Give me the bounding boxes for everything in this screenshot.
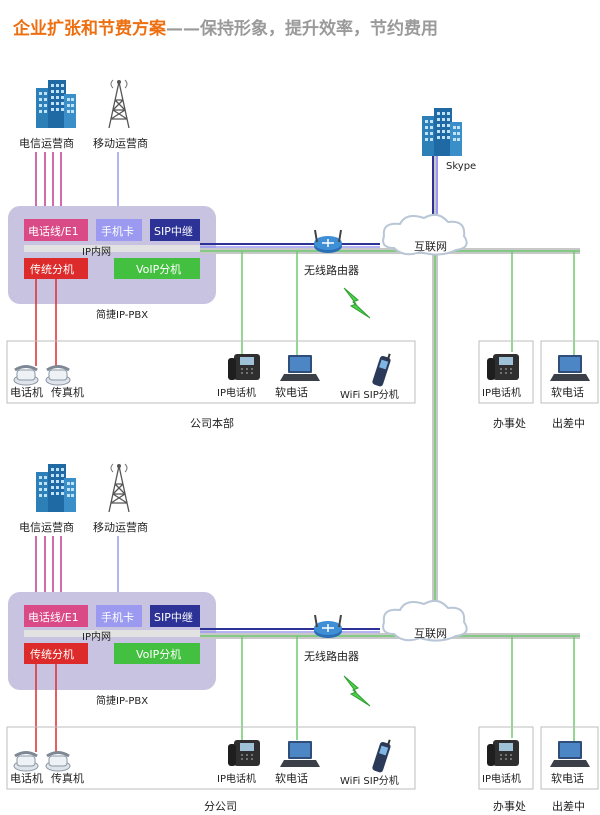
sip-label: SIP中继	[154, 611, 193, 624]
phone-label: 电话机	[10, 771, 43, 785]
wifi-sip-label: WiFi SIP分机	[340, 388, 399, 401]
sim-label: 手机卡	[101, 224, 134, 238]
site-name-label: 公司本部	[190, 416, 234, 430]
lan-label: IP内网	[82, 630, 111, 643]
backbone-lines	[432, 155, 438, 630]
sim-chip	[96, 605, 142, 627]
sip-label: SIP中继	[154, 225, 193, 238]
remote-ip-phone-label: IP电话机	[482, 386, 521, 399]
sip-chip	[150, 219, 200, 241]
phone-icon	[12, 751, 40, 773]
site-name-label: 分公司	[204, 800, 237, 813]
phone-icon	[12, 365, 40, 387]
mobile-carrier-label: 移动运营商	[93, 136, 148, 150]
tower-icon	[108, 79, 130, 129]
sim-label: 手机卡	[101, 610, 134, 624]
remote-ip-phone-icon	[487, 740, 519, 766]
ip-phone-label: IP电话机	[217, 772, 256, 785]
telecom-carrier-label: 电信运营商	[19, 520, 74, 534]
wireless-bolt-icon	[343, 675, 371, 707]
voip-label: VoIP分机	[136, 262, 181, 276]
fax-label: 传真机	[51, 385, 84, 399]
fax-icon	[44, 365, 72, 387]
fax-label: 传真机	[51, 771, 84, 785]
trunk-lines	[200, 243, 580, 254]
lan-bar	[24, 630, 200, 637]
remote-softphone-label: 软电话	[551, 771, 584, 785]
internet-label: 互联网	[414, 627, 447, 640]
header-subtitle: 保持形象，提升效率，节约费用	[199, 18, 438, 39]
phone-label: 电话机	[10, 385, 43, 399]
router-icon	[313, 614, 343, 639]
router-icon	[313, 229, 343, 254]
remote-office-label: 办事处	[493, 417, 526, 430]
travel-frame	[540, 726, 599, 790]
pbx-name-label: 简捷IP-PBX	[96, 308, 148, 321]
remote-laptop-icon	[550, 741, 590, 767]
travel-frame	[540, 340, 599, 404]
trunk-lines	[200, 628, 580, 639]
legacy-chip	[24, 258, 88, 279]
ip-phone-icon	[228, 740, 260, 766]
voip-chip	[114, 643, 200, 664]
legacy-label: 传统分机	[30, 647, 74, 661]
ip-phone-icon	[228, 354, 260, 380]
mobile-carrier-label: 移动运营商	[93, 520, 148, 534]
office-device-frame	[6, 726, 416, 790]
svg-text:企业扩张和节费方案——保持形象，提升效率，节约费用: 企业扩张和节费方案——保持形象，提升效率，节约费用	[12, 18, 438, 39]
skype-label: Skype	[446, 161, 476, 172]
pstn-label: 电话线/E1	[28, 224, 79, 238]
branch-site: 电信运营商 移动运营商 IP内网 电话线/E1 手机卡 SIP中继 传统分机 V…	[6, 463, 599, 813]
lan-label: IP内网	[82, 245, 111, 258]
remote-travel-label: 出差中	[552, 799, 585, 813]
internet-label: 互联网	[414, 240, 447, 253]
wifi-sip-label: WiFi SIP分机	[340, 774, 399, 787]
softphone-label: 软电话	[275, 771, 308, 785]
router-label: 无线路由器	[304, 649, 359, 663]
fax-icon	[44, 751, 72, 773]
pbx-name-label: 简捷IP-PBX	[96, 694, 148, 707]
wireless-bolt-icon	[343, 287, 371, 319]
router-label: 无线路由器	[304, 263, 359, 277]
laptop-icon	[280, 355, 320, 381]
header-accent-title: 企业扩张和节费方案	[12, 18, 167, 39]
remote-softphone-label: 软电话	[551, 385, 584, 399]
telecom-carrier-label: 电信运营商	[19, 136, 74, 150]
laptop-icon	[280, 741, 320, 767]
remote-laptop-icon	[550, 355, 590, 381]
remote-office-frame	[478, 726, 534, 790]
telecom-building-icon	[36, 464, 76, 512]
softphone-label: 软电话	[275, 385, 308, 399]
sip-chip	[150, 605, 200, 627]
telecom-building-icon	[36, 80, 76, 128]
device-lines	[35, 636, 575, 752]
voip-label: VoIP分机	[136, 647, 181, 661]
pstn-label: 电话线/E1	[28, 610, 79, 624]
remote-travel-label: 出差中	[552, 416, 585, 430]
remote-office-label: 办事处	[493, 800, 526, 813]
legacy-chip	[24, 643, 88, 664]
remote-ip-phone-icon	[487, 354, 519, 380]
sim-chip	[96, 219, 142, 241]
voip-chip	[114, 258, 200, 279]
wifi-handset-icon	[370, 352, 393, 389]
pstn-chip	[24, 605, 88, 627]
head-office-site: 电信运营商 移动运营商 IP内网 电话线/E1 手机卡 SIP中继 传统分机 V…	[6, 79, 599, 430]
tower-icon	[108, 463, 130, 513]
header-dash: ——	[166, 19, 200, 39]
legacy-label: 传统分机	[30, 262, 74, 276]
ip-phone-label: IP电话机	[217, 386, 256, 399]
office-device-frame	[6, 340, 416, 404]
lan-bar	[24, 245, 200, 252]
device-lines	[35, 251, 575, 366]
remote-ip-phone-label: IP电话机	[482, 772, 521, 785]
pstn-chip	[24, 219, 88, 241]
skype-building-icon	[422, 108, 462, 156]
remote-office-frame	[478, 340, 534, 404]
wifi-handset-icon	[370, 738, 393, 775]
